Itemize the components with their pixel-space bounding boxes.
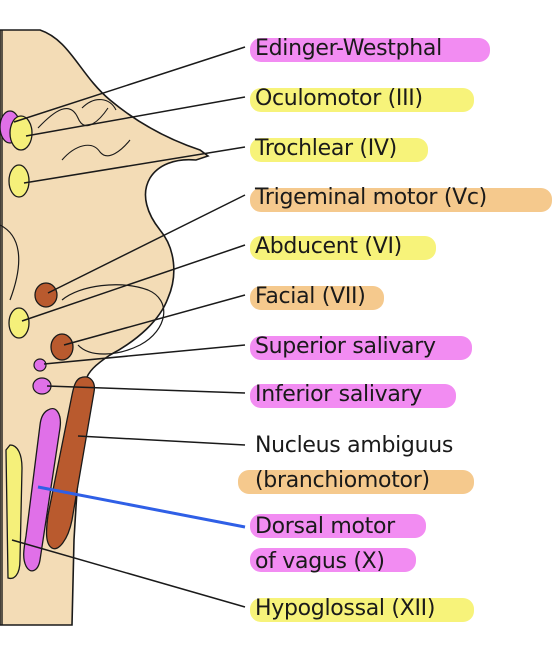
highlight-hypoglossal [250, 598, 474, 622]
leader-abducent [21, 244, 246, 322]
leader-lines [11, 46, 246, 608]
highlight-abducent [250, 236, 436, 260]
leader-trochlear [23, 146, 246, 184]
label-hypoglossal: Hypoglossal (XII) [255, 596, 436, 621]
highlight-oculomotor [250, 88, 474, 112]
leader-trigeminal-motor [47, 194, 246, 294]
label-trigeminal-motor: Trigeminal motor (Vc) [255, 185, 487, 210]
nucleus-ambiguus [45, 376, 96, 550]
label-facial: Facial (VII) [255, 284, 366, 309]
label-abducent: Abducent (VI) [255, 234, 402, 259]
label-nucleus-ambiguus: Nucleus ambiguus [255, 433, 454, 458]
facial-nucleus [50, 333, 74, 361]
oculomotor-nucleus [9, 115, 33, 151]
highlight-of-vagus [250, 548, 416, 572]
highlight-edinger-westphal [250, 38, 490, 62]
label-oculomotor: Oculomotor (III) [255, 86, 423, 111]
contour-midbrain [0, 224, 20, 301]
highlight-inferior-salivary [250, 384, 456, 408]
dorsal-motor-vagus-nucleus [23, 408, 62, 572]
contour-squiggle-3 [81, 99, 117, 111]
label-dorsal-motor: Dorsal motor [255, 514, 395, 539]
label-trochlear: Trochlear (IV) [255, 136, 397, 161]
superior-salivary-nucleus [33, 358, 47, 372]
contour-pons-bulge [61, 284, 165, 355]
highlight-trochlear [250, 138, 428, 162]
abducent-nucleus [8, 307, 30, 339]
highlight-dorsal-motor [250, 514, 426, 538]
label-of-vagus: of vagus (X) [255, 549, 385, 574]
label-inferior-salivary: Inferior salivary [255, 382, 423, 407]
contour-squiggle-1 [37, 107, 109, 129]
leader-hypoglossal [11, 539, 246, 608]
highlight-facial [250, 286, 384, 310]
contour-squiggle-2 [61, 139, 131, 161]
label-superior-salivary: Superior salivary [255, 334, 436, 359]
leader-superior-salivary [43, 344, 246, 365]
leader-dorsal-motor-vagus [37, 485, 246, 529]
trigeminal-motor-nucleus [34, 282, 58, 308]
leader-nucleus-ambiguus [77, 435, 246, 446]
highlight-trigeminal-motor [250, 188, 552, 212]
highlight-superior-salivary [250, 336, 472, 360]
trochlear-nucleus [8, 164, 30, 198]
label-edinger-westphal: Edinger-Westphal [255, 36, 442, 61]
leader-edinger-westphal [13, 46, 246, 123]
label-branchiomotor: (branchiomotor) [255, 468, 430, 493]
hypoglossal-nucleus [5, 444, 23, 580]
highlight-branchiomotor [238, 470, 474, 494]
leader-oculomotor [25, 96, 246, 137]
leader-inferior-salivary [46, 385, 246, 394]
leader-facial [63, 294, 246, 346]
